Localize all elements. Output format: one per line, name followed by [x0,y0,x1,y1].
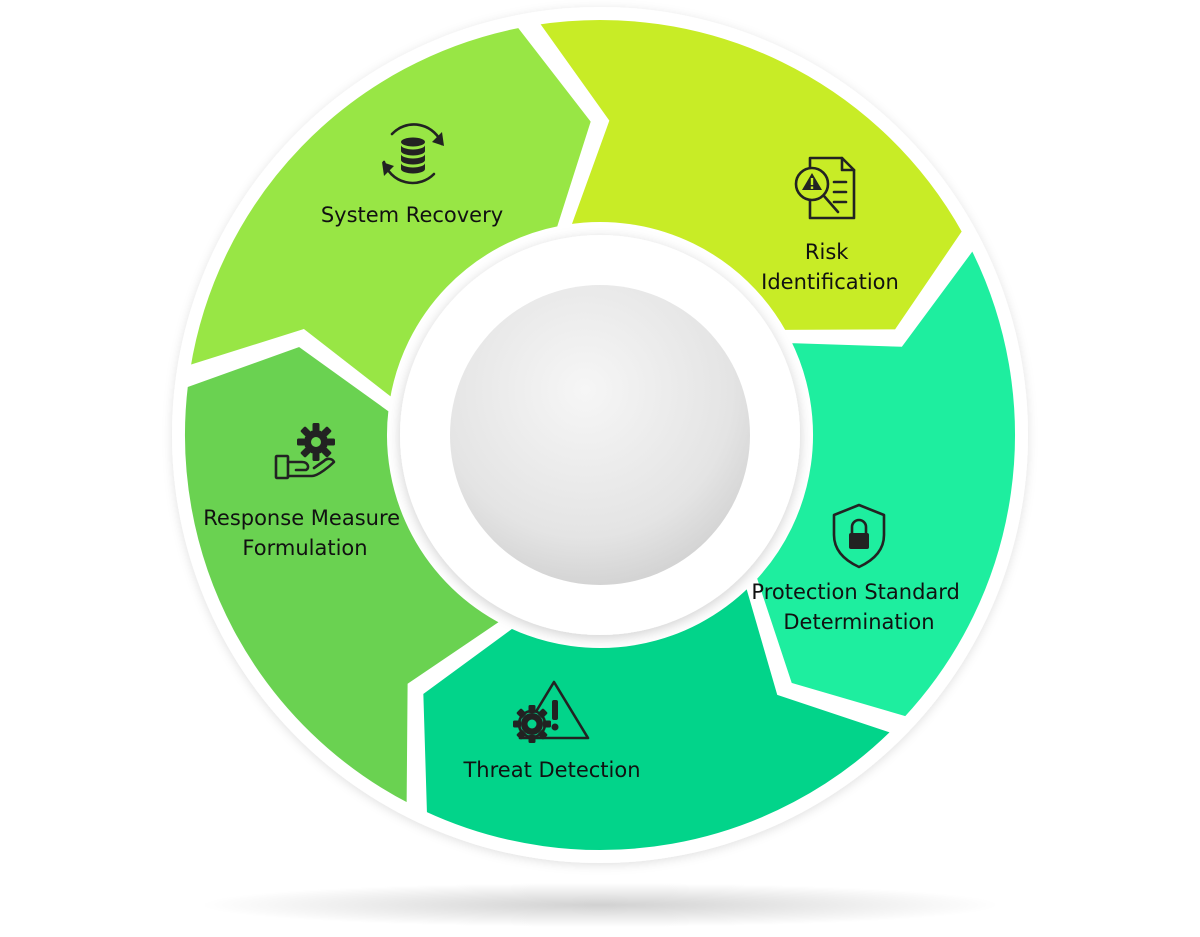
segment-risk [530,13,969,336]
label-protection-line-1: Protection Standard [751,580,959,604]
segment-protection [750,240,1021,723]
segment-recovery [183,21,598,408]
segment-response [178,340,511,812]
segment-group [178,13,1021,856]
shield-lock-icon [832,503,886,569]
label-protection-standard: Protection Standard Determination [751,580,966,634]
label-risk-identification: Risk Identification [761,240,899,294]
label-threat-detection: Threat Detection [462,758,640,782]
label-response-measure: Response Measure Formulation [203,506,406,560]
label-threat-line-1: Threat Detection [462,758,640,782]
ground-shadow [200,883,1000,927]
database-sync-icon [382,123,444,185]
label-risk-line-1: Risk [805,240,849,264]
label-response-line-2: Formulation [242,536,367,560]
label-system-recovery: System Recovery [321,203,503,227]
hand-gear-icon [274,423,336,480]
gear-warning-icon [513,680,590,743]
risk-document-icon [794,156,856,220]
center-sphere [450,285,750,585]
label-risk-line-2: Identification [761,270,899,294]
segment-threat [417,578,901,856]
label-response-line-1: Response Measure [203,506,400,530]
label-protection-line-2: Determination [783,610,934,634]
label-recovery-line-1: System Recovery [321,203,503,227]
